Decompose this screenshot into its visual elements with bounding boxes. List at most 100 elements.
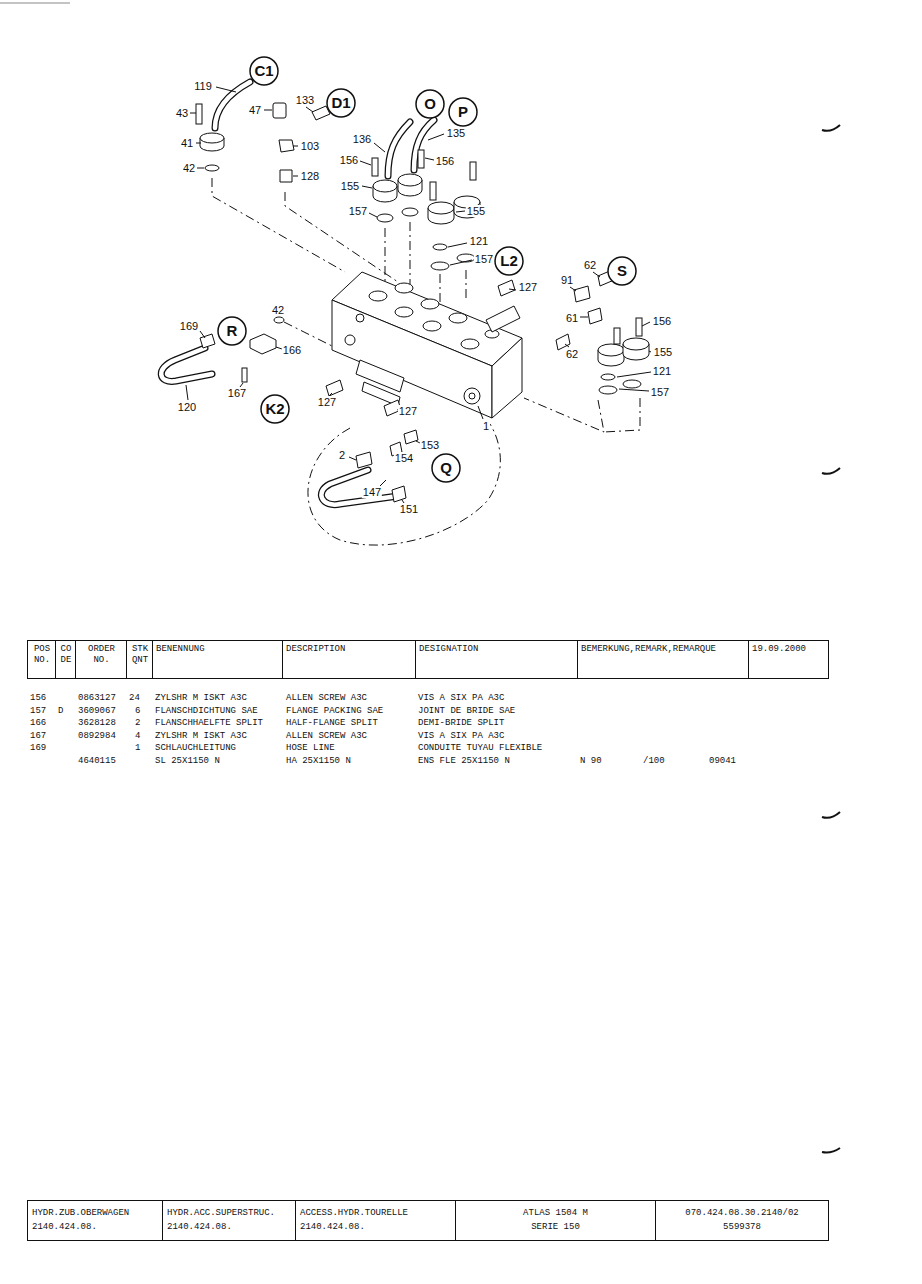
flange bbox=[598, 344, 624, 356]
port-circle: P bbox=[448, 97, 478, 127]
table-cell: N 90 bbox=[580, 756, 602, 766]
table-cell: D bbox=[58, 706, 63, 716]
callout-number: 103 bbox=[300, 140, 320, 152]
port-circle: D1 bbox=[326, 88, 356, 118]
leader-line bbox=[649, 351, 651, 352]
column-heading: ORDER NO. bbox=[79, 644, 124, 666]
callout-number: 1 bbox=[482, 420, 490, 432]
control-valve-block bbox=[492, 338, 522, 418]
callout-number: 166 bbox=[282, 344, 302, 356]
flange bbox=[428, 202, 454, 214]
leader-line bbox=[593, 272, 600, 277]
table-cell: 0892984 bbox=[78, 731, 116, 741]
control-valve-block bbox=[332, 272, 522, 418]
leader-line bbox=[186, 87, 651, 503]
control-valve-block bbox=[486, 306, 520, 332]
callout-number: 127 bbox=[317, 396, 337, 408]
callout-number: 127 bbox=[398, 405, 418, 417]
callout-number: 156 bbox=[435, 155, 455, 167]
control-valve-block bbox=[423, 321, 441, 331]
screw bbox=[372, 158, 378, 176]
table-cell: FLANSCHDICHTUNG SAE bbox=[155, 706, 258, 716]
control-valve-block bbox=[345, 335, 355, 345]
column-heading: BEMERKUNG,REMARK,REMARQUE bbox=[581, 644, 746, 655]
title-block-text: 2140.424.08. bbox=[300, 1220, 451, 1234]
control-valve-block bbox=[469, 393, 475, 399]
table-cell: 3609067 bbox=[78, 706, 116, 716]
leader-line bbox=[362, 186, 372, 188]
port-letter: S bbox=[617, 263, 627, 279]
table-cell: SCHLAUCHLEITUNG bbox=[155, 743, 236, 753]
table-cell: 4640115 bbox=[78, 756, 116, 766]
fitting bbox=[326, 380, 343, 396]
callout-number: 121 bbox=[469, 235, 489, 247]
screw bbox=[614, 328, 620, 344]
table-cell: ALLEN SCREW A3C bbox=[286, 693, 367, 703]
leader-line bbox=[478, 406, 483, 419]
hose bbox=[161, 82, 434, 505]
fitting bbox=[392, 486, 406, 502]
callout-number: 156 bbox=[652, 315, 672, 327]
column-heading: BENENNUNG bbox=[156, 644, 280, 655]
callout-number: 151 bbox=[399, 503, 419, 515]
callout-number: 135 bbox=[446, 127, 466, 139]
hose-core bbox=[215, 82, 250, 128]
table-header-cell: STK QNT bbox=[126, 640, 153, 679]
hose-core bbox=[161, 82, 434, 505]
callout-number: 156 bbox=[339, 154, 359, 166]
table-cell: ALLEN SCREW A3C bbox=[286, 731, 367, 741]
callout-number: 42 bbox=[182, 162, 196, 174]
port-circle: O bbox=[415, 89, 445, 119]
table-cell: JOINT DE BRIDE SAE bbox=[418, 706, 515, 716]
leader-line bbox=[186, 385, 188, 400]
leader-line bbox=[216, 87, 236, 92]
callout-number: 155 bbox=[653, 346, 673, 358]
port-circle: Q bbox=[431, 453, 461, 483]
callout-number: 47 bbox=[248, 104, 262, 116]
flange bbox=[200, 133, 649, 366]
callout-number: 61 bbox=[565, 312, 579, 324]
callout-number: 91 bbox=[560, 274, 574, 286]
screw bbox=[636, 318, 642, 336]
title-block-text: 070.424.08.30.2140/02 bbox=[660, 1206, 824, 1220]
callout-number: 147 bbox=[362, 486, 382, 498]
callout-number: 157 bbox=[474, 253, 494, 265]
callout-number: 127 bbox=[518, 281, 538, 293]
leader-line bbox=[619, 389, 649, 391]
port-letter: R bbox=[227, 323, 238, 339]
table-cell: 3628128 bbox=[78, 718, 116, 728]
table-cell: VIS A SIX PA A3C bbox=[418, 693, 504, 703]
port-circle-outline bbox=[432, 454, 460, 482]
seal-ring bbox=[433, 244, 447, 250]
assembly-line bbox=[212, 178, 345, 272]
punch-mark bbox=[822, 812, 840, 818]
table-cell: /100 bbox=[643, 756, 665, 766]
hose bbox=[388, 122, 410, 176]
leader-line bbox=[293, 146, 298, 147]
seal-ring bbox=[377, 214, 393, 222]
assembly-line bbox=[285, 192, 398, 282]
assembly-line bbox=[212, 178, 640, 545]
control-valve-block bbox=[332, 300, 492, 418]
fitting bbox=[200, 103, 614, 502]
port-letter: K2 bbox=[265, 401, 284, 417]
column-heading: STK QNT bbox=[130, 644, 150, 666]
callout-number: 136 bbox=[352, 133, 372, 145]
assembly-line bbox=[524, 398, 604, 432]
flange bbox=[200, 133, 224, 143]
screw bbox=[242, 368, 247, 382]
leader-line bbox=[349, 457, 356, 460]
table-cell: 24 bbox=[129, 693, 140, 703]
port-letter: D1 bbox=[331, 95, 350, 111]
hose bbox=[321, 470, 398, 505]
table-cell: DEMI-BRIDE SPLIT bbox=[418, 718, 504, 728]
column-heading: CO DE bbox=[59, 644, 73, 666]
fitting bbox=[574, 286, 590, 302]
leader-line bbox=[360, 161, 371, 165]
port-letter: C1 bbox=[254, 63, 273, 79]
flange bbox=[373, 180, 397, 192]
port-circle: R bbox=[217, 316, 247, 346]
flange bbox=[250, 334, 276, 354]
leader-line bbox=[509, 289, 516, 290]
